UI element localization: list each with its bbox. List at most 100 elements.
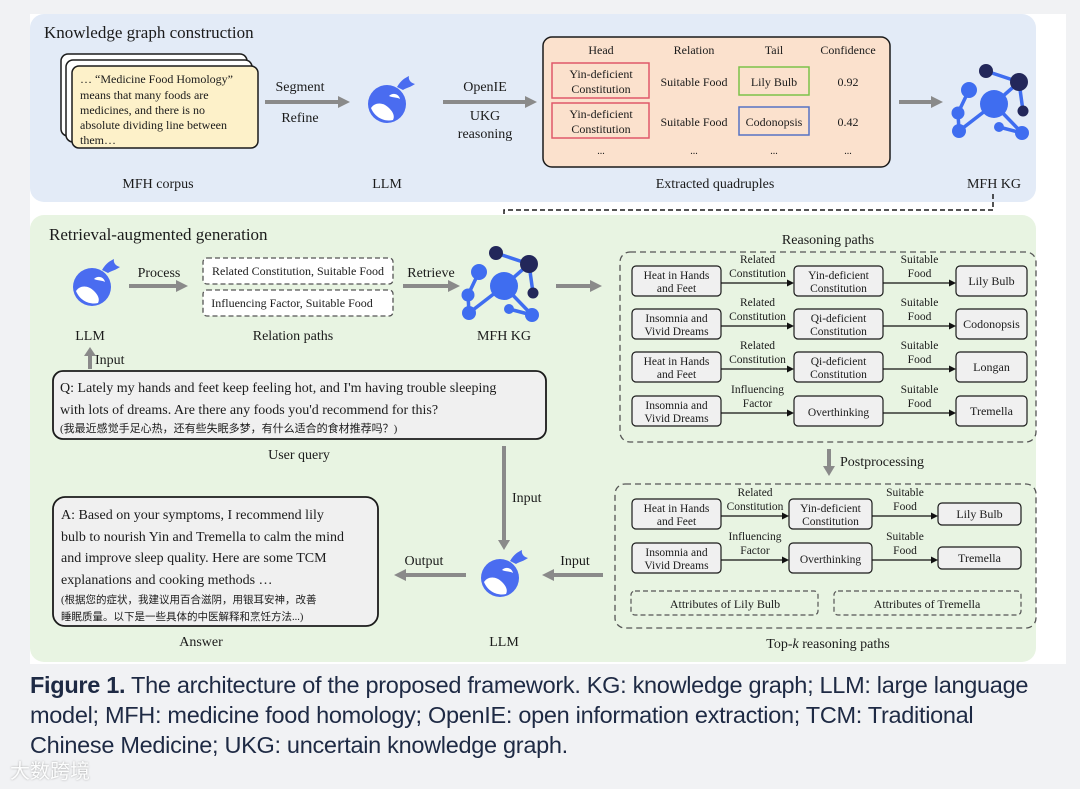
table-cell-tail: Codonopsis — [746, 115, 803, 129]
table-ellipsis: ... — [690, 146, 698, 157]
relation-label: Suitable — [901, 254, 939, 266]
food-text: Tremella — [958, 551, 1002, 565]
relation-label: Related — [740, 340, 775, 352]
llm-label: LLM — [75, 329, 105, 344]
corpus-line: them… — [80, 133, 116, 147]
symptom-text: and Feet — [657, 283, 697, 295]
segment-label: Segment — [276, 80, 325, 95]
constitution-text: Yin-deficient — [808, 270, 869, 282]
relation-label: Influencing — [728, 531, 781, 543]
corpus-line: means that many foods are — [80, 88, 209, 102]
corpus-line: absolute dividing line between — [80, 118, 227, 132]
reasoning-paths-title: Reasoning paths — [782, 233, 874, 248]
symptom-node — [631, 351, 722, 383]
kg-label: MFH KG — [477, 329, 531, 344]
table-row: Yin-deficient Constitution Suitable Food… — [551, 62, 859, 99]
answer-chinese: (根据您的症状，我建议用百合滋阴，用银耳安神，改善 — [61, 593, 317, 606]
table-header-confidence: Confidence — [820, 43, 875, 57]
relation-label: Influencing — [731, 384, 784, 396]
constitution-text: Qi-deficient — [811, 356, 867, 368]
process-label: Process — [138, 266, 181, 281]
relation-label: Food — [893, 545, 917, 557]
food-node — [955, 351, 1028, 383]
reasoning-label: reasoning — [458, 127, 512, 142]
corpus-card — [71, 65, 259, 149]
output-arrow — [394, 569, 466, 581]
query-line: Q: Lately my hands and feet keep feeling… — [60, 381, 496, 396]
relation-label: Food — [893, 501, 917, 513]
symptom-text: Vivid Dreams — [644, 413, 709, 425]
table-cell-head: Constitution — [571, 82, 630, 96]
quadruples-table: Head Relation Tail Confidence Yin-defici… — [542, 36, 891, 168]
food-text: Longan — [973, 360, 1010, 374]
symptom-node — [631, 265, 722, 297]
food-node — [955, 395, 1028, 427]
food-node — [955, 308, 1028, 340]
constitution-node — [793, 308, 884, 340]
retrieve-arrow — [403, 280, 460, 292]
table-cell-confidence: 0.92 — [838, 75, 859, 89]
attribute-box — [630, 590, 819, 616]
relation-label: Constitution — [729, 354, 786, 366]
relation-label: Factor — [743, 398, 773, 410]
answer-chinese: 睡眠质量。以下是一些具体的中医解释和烹饪方法...) — [61, 610, 304, 623]
user-query-label: User query — [268, 448, 330, 463]
food-text: Lily Bulb — [956, 507, 1002, 521]
constitution-text: Overthinking — [808, 407, 870, 419]
relation-label: Food — [908, 311, 932, 323]
topk-prefix: Top- — [766, 637, 793, 652]
llm-label: LLM — [489, 635, 519, 650]
symptom-text: and Feet — [657, 516, 697, 528]
postprocessing-arrow — [823, 449, 835, 476]
table-ellipsis: ... — [597, 146, 605, 157]
answer-label: Answer — [179, 635, 223, 650]
llm-label: LLM — [372, 177, 402, 192]
relation-path-box — [202, 289, 394, 317]
food-text: Lily Bulb — [968, 274, 1014, 288]
topk-label: Top-k reasoning paths — [766, 637, 889, 652]
symptom-text: Vivid Dreams — [644, 560, 709, 572]
topk-suffix: reasoning paths — [799, 637, 890, 652]
corpus-document-stack: … “Medicine Food Homology” means that ma… — [60, 53, 259, 149]
symptom-node — [631, 308, 722, 340]
constitution-text: Qi-deficient — [811, 313, 867, 325]
answer-box — [52, 496, 379, 627]
attribute-text: Attributes of Lily Bulb — [670, 597, 780, 611]
constitution-node — [788, 498, 873, 530]
answer-line: explanations and cooking methods … — [61, 573, 273, 588]
table-ellipsis: ... — [770, 146, 778, 157]
symptom-text: Insomnia and — [645, 547, 708, 559]
constitution-text: Overthinking — [800, 554, 862, 566]
table-row: Yin-deficient Constitution Suitable Food… — [551, 102, 859, 139]
input-label: Input — [560, 554, 590, 569]
symptom-node — [631, 395, 722, 427]
relation-label: Related — [740, 254, 775, 266]
to-kg-arrow — [899, 96, 943, 108]
query-chinese: (我最近感觉手足心热，还有些失眠多梦，有什么适合的食材推荐吗？) — [60, 421, 398, 435]
postprocessing-label: Postprocessing — [840, 455, 924, 470]
food-node — [955, 265, 1028, 297]
kg-section-title: Knowledge graph construction — [44, 23, 254, 42]
table-cell-relation: Suitable Food — [660, 115, 727, 129]
relation-label: Food — [908, 354, 932, 366]
table-header-head: Head — [588, 43, 613, 57]
table-cell-head: Yin-deficient — [569, 67, 633, 81]
relation-label: Suitable — [901, 340, 939, 352]
refine-label: Refine — [281, 111, 318, 126]
constitution-text: Constitution — [810, 369, 867, 381]
relation-label: Food — [908, 268, 932, 280]
symptom-text: Heat in Hands — [644, 270, 710, 282]
table-cell-head: Constitution — [571, 122, 630, 136]
symptom-text: Vivid Dreams — [644, 326, 709, 338]
constitution-node — [793, 351, 884, 383]
relation-path-text: Related Constitution, Suitable Food — [212, 264, 384, 278]
constitution-text: Constitution — [810, 326, 867, 338]
input-label: Input — [95, 353, 125, 368]
relation-label: Factor — [740, 545, 770, 557]
food-node — [937, 546, 1022, 570]
symptom-text: and Feet — [657, 369, 697, 381]
